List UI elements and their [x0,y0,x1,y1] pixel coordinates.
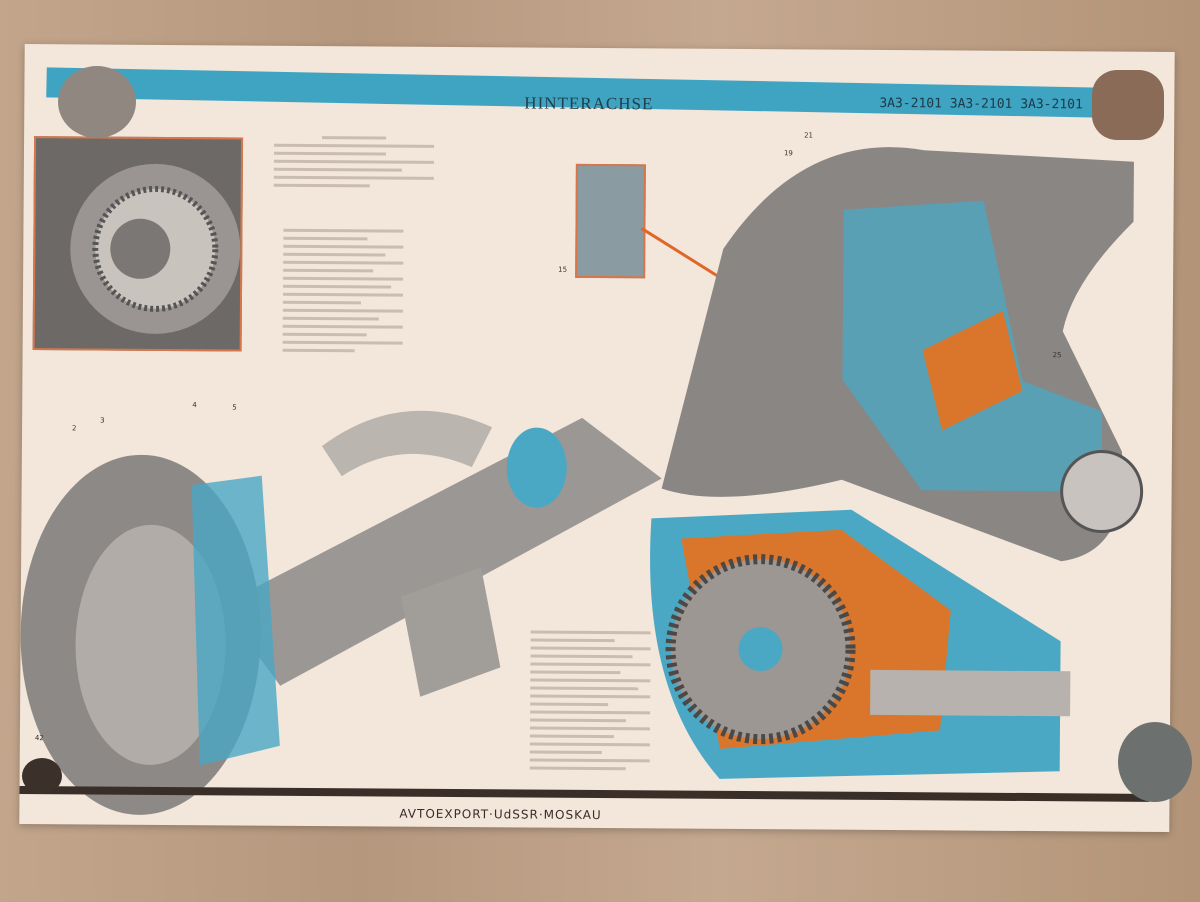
bracket [321,410,493,477]
differential-illustration [34,138,242,350]
output-flange [1060,450,1144,534]
callout-19: 19 [783,149,793,158]
stone-weight [1118,722,1192,802]
mounting-bracket [400,567,501,697]
orange-cutaway [922,310,1023,431]
pinion-shaft [870,669,1071,717]
callout-42: 42 [34,734,44,743]
hub-cutaway [191,475,280,766]
differential-inset [32,136,244,352]
stone-weight [22,758,62,794]
rear-axle-illustration [20,147,1144,815]
stone-weight [58,66,136,138]
ring-gear-center [738,627,783,672]
wheel-hub [75,524,226,765]
callout-5: 5 [232,403,237,412]
callout-4: 4 [192,401,197,410]
tube-cutaway [506,427,567,508]
callout-21: 21 [804,131,814,140]
callout-25: 25 [1052,351,1062,360]
stone-weight [1092,70,1164,140]
callout-3: 3 [100,416,105,425]
publisher-footer: AVTOEXPORT·UdSSR·MOSKAU [399,806,602,823]
callout-15: 15 [558,265,568,274]
poster: HINTERACHSE ЗАЗ-2101 ЗАЗ-2101 ЗАЗ-2101 [19,43,1175,833]
callout-2: 2 [72,424,77,433]
